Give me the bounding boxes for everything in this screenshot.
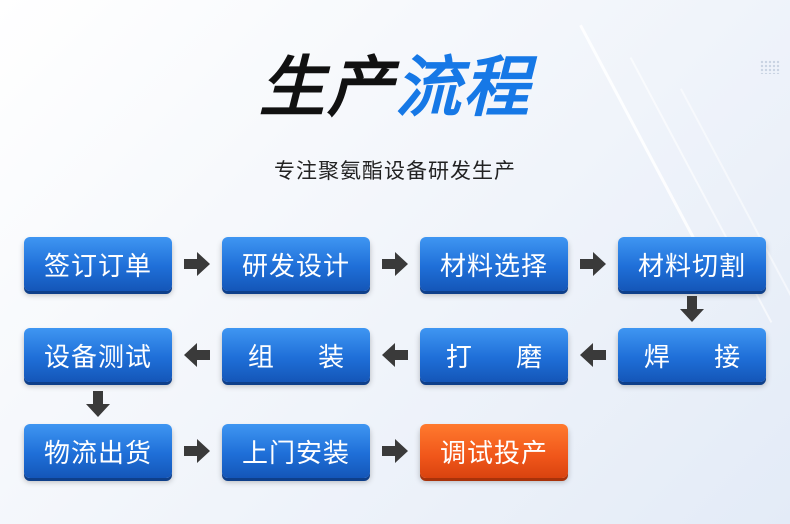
step-welding: 焊 接 (618, 328, 766, 382)
step-onsite-installation: 上门安装 (222, 424, 370, 478)
arrow-right-icon (184, 439, 210, 463)
arrow-right-icon (184, 252, 210, 276)
page-subtitle: 专注聚氨酯设备研发生产 (274, 159, 516, 183)
step-material-selection: 材料选择 (420, 237, 568, 291)
step-polishing: 打 磨 (420, 328, 568, 382)
arrow-left-icon (184, 343, 210, 367)
step-sign-order: 签订订单 (24, 237, 172, 291)
step-equipment-test: 设备测试 (24, 328, 172, 382)
title-blue-part: 流程 (395, 49, 531, 126)
arrow-left-icon (382, 343, 408, 367)
step-logistics-shipping: 物流出货 (24, 424, 172, 478)
arrow-right-icon (382, 252, 408, 276)
arrow-down-icon (86, 391, 110, 417)
step-commissioning: 调试投产 (420, 424, 568, 478)
arrow-right-icon (382, 439, 408, 463)
arrow-right-icon (580, 252, 606, 276)
step-material-cutting: 材料切割 (618, 237, 766, 291)
step-assembly: 组 装 (222, 328, 370, 382)
arrow-down-icon (680, 296, 704, 322)
page-title: 生产流程 (0, 48, 790, 128)
title-dark-part: 生产 (259, 49, 395, 126)
step-rd-design: 研发设计 (222, 237, 370, 291)
arrow-left-icon (580, 343, 606, 367)
decorative-dots (760, 60, 780, 74)
